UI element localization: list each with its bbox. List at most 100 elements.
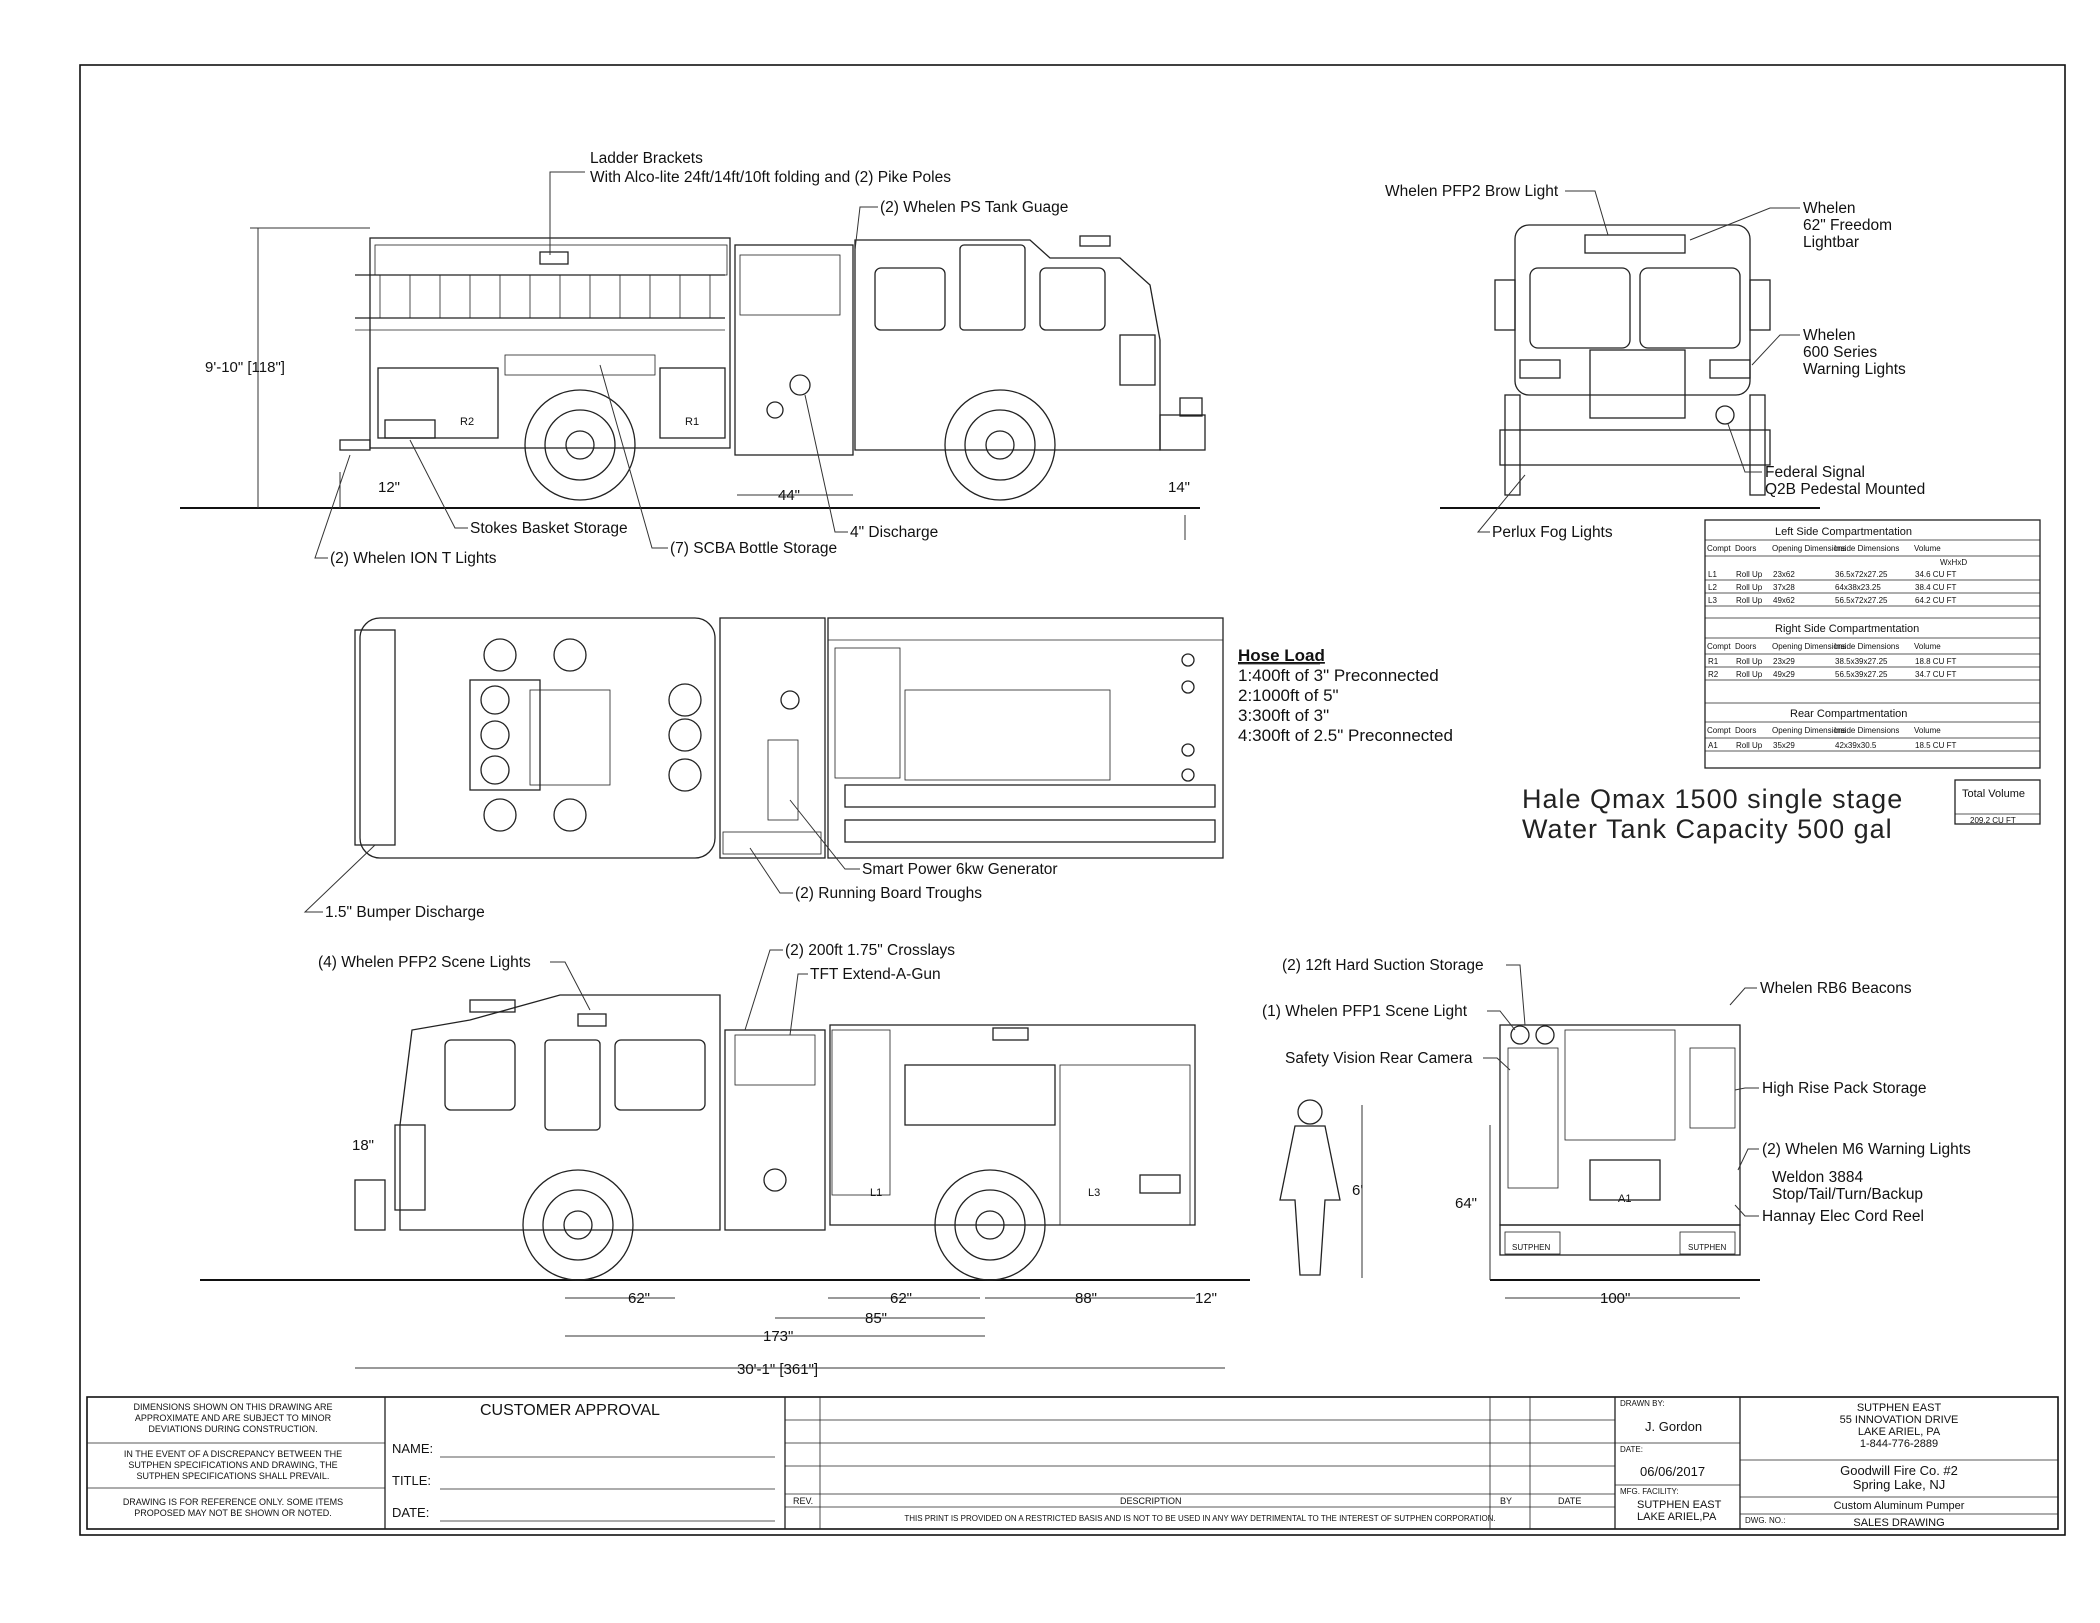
hose-load-2: 2:1000ft of 5" (1238, 686, 1339, 705)
seat (668, 683, 702, 717)
table-header: Compt (1707, 726, 1731, 735)
date-label: DATE: (392, 1505, 429, 1520)
seat (668, 718, 702, 752)
r1-marking: R1 (685, 416, 699, 428)
stokes-basket-door (384, 419, 436, 439)
drawing-type: SALES DRAWING (1853, 1517, 1944, 1529)
total-volume-label: Total Volume (1962, 788, 2025, 800)
table-header: Doors (1735, 726, 1756, 735)
dim-18: 18" (352, 1137, 374, 1154)
person-head (1297, 1099, 1323, 1125)
callout-600-2: 600 Series (1803, 344, 1877, 361)
table-cell: 34.7 CU FT (1915, 670, 1956, 679)
drawing-border (79, 64, 2066, 1536)
table-cell: 38.5x39x27.25 (1835, 657, 1888, 666)
table-header: Doors (1735, 642, 1756, 651)
sutphen-left: SUTPHEN (1512, 1243, 1550, 1252)
callout-ion-t-lights: (2) Whelen ION T Lights (330, 550, 497, 567)
table-cell: L1 (1708, 570, 1717, 579)
table-cell: 36.5x72x27.25 (1835, 570, 1888, 579)
plan-body (827, 617, 1224, 859)
table-cell: 64x38x23.25 (1835, 583, 1881, 592)
table-cell: Roll Up (1736, 596, 1763, 605)
callout-federal-2: Q2B Pedestal Mounted (1765, 481, 1925, 498)
curb-body-light (992, 1027, 1029, 1041)
seat (480, 755, 510, 785)
callout-rb6: Whelen RB6 Beacons (1760, 980, 1912, 997)
body-outline (369, 237, 731, 449)
pump-panel (734, 244, 854, 456)
curb-body-outline (829, 1024, 1196, 1226)
table-cell: Roll Up (1736, 670, 1763, 679)
plan-cab-console (529, 689, 611, 786)
disclaimer-1a: DIMENSIONS SHOWN ON THIS DRAWING ARE (133, 1402, 332, 1412)
table-cell: 38.4 CU FT (1915, 583, 1956, 592)
title-label: TITLE: (392, 1473, 431, 1488)
rear-scene-light-right (1535, 1025, 1555, 1045)
mfg-facility-2: LAKE ARIEL,PA (1637, 1511, 1717, 1523)
rear-wheel (524, 389, 636, 501)
disclaimer-2b: SUTPHEN SPECIFICATIONS AND DRAWING, THE (128, 1460, 337, 1470)
front-cab-outline (1514, 224, 1751, 396)
curb-pump-panel (724, 1029, 826, 1231)
table-header: Doors (1735, 544, 1756, 553)
curb-grille (394, 1124, 426, 1211)
ladder (355, 274, 725, 331)
front-bumper (1159, 414, 1206, 451)
pump-valve (766, 401, 784, 419)
rear-high-rise (1689, 1047, 1736, 1129)
compartment-l3 (1059, 1064, 1191, 1226)
table-header: Inside Dimensions (1834, 726, 1899, 735)
front-wheel (944, 389, 1056, 501)
date-column: DATE (1558, 1496, 1581, 1506)
company-address: 55 INNOVATION DRIVE (1840, 1414, 1959, 1426)
callout-perlux: Perlux Fog Lights (1492, 524, 1613, 541)
plan-running-board (722, 831, 822, 855)
compartment-a1 (1589, 1159, 1661, 1201)
rear-scene-light-left (1510, 1025, 1530, 1045)
warning-light-left (1519, 359, 1561, 379)
callout-ladder-brackets: Ladder Brackets (590, 150, 703, 167)
dim-person-height: 6' (1352, 1182, 1363, 1199)
compartment-r2 (377, 367, 499, 439)
callout-scene-lights: (4) Whelen PFP2 Scene Lights (318, 954, 531, 971)
table-cell: Roll Up (1736, 741, 1763, 750)
mirror-right (1749, 279, 1771, 331)
callout-generator: Smart Power 6kw Generator (862, 861, 1058, 878)
title-block-frame (86, 1396, 2059, 1530)
restricted-note: THIS PRINT IS PROVIDED ON A RESTRICTED B… (904, 1514, 1495, 1523)
side-view-officer-side: R2 R1 9'-10" [118"] 12" 14" 44" (180, 150, 1206, 567)
a1-marking: A1 (1618, 1193, 1631, 1205)
table-cell: 18.5 CU FT (1915, 741, 1956, 750)
sutphen-right: SUTPHEN (1688, 1243, 1726, 1252)
disclaimer-2a: IN THE EVENT OF A DISCREPANCY BETWEEN TH… (124, 1449, 342, 1459)
table-header: Volume (1914, 642, 1941, 651)
table-header: Inside Dimensions (1834, 642, 1899, 651)
dim-88: 88" (1075, 1290, 1097, 1307)
cab-outline (854, 239, 1161, 451)
rear-hard-suction-left (1507, 1047, 1559, 1189)
drawing-date: 06/06/2017 (1640, 1464, 1705, 1479)
plan-hose-bed (904, 689, 1111, 781)
cab-window-front (1039, 267, 1106, 331)
federal-siren (1179, 397, 1203, 417)
callout-federal-1: Federal Signal (1765, 464, 1865, 481)
disclaimer-3a: DRAWING IS FOR REFERENCE ONLY. SOME ITEM… (123, 1497, 343, 1507)
curb-cab-light (469, 999, 516, 1013)
rear-compartment-title: Rear Compartmentation (1790, 708, 1907, 720)
callout-lightbar-3: Lightbar (1803, 234, 1859, 251)
plan-trough-upper (844, 784, 1216, 808)
mfg-label: MFG. FACILITY: (1620, 1487, 1679, 1496)
pump-gauge (789, 374, 811, 396)
seat (553, 638, 587, 672)
r2-marking: R2 (460, 416, 474, 428)
pump-spec: Hale Qmax 1500 single stage (1522, 784, 1903, 814)
compartment-r1 (659, 367, 726, 439)
table-cell: 18.8 CU FT (1915, 657, 1956, 666)
curb-rear-wheel (934, 1169, 1046, 1281)
pump-panel-upper (739, 254, 841, 316)
callout-ps-tank-gauge: (2) Whelen PS Tank Guage (880, 199, 1068, 216)
callout-ladder-brackets-detail: With Alco-lite 24ft/14ft/10ft folding an… (590, 169, 951, 186)
scba-doors (504, 354, 656, 376)
scene-light (577, 1013, 607, 1027)
